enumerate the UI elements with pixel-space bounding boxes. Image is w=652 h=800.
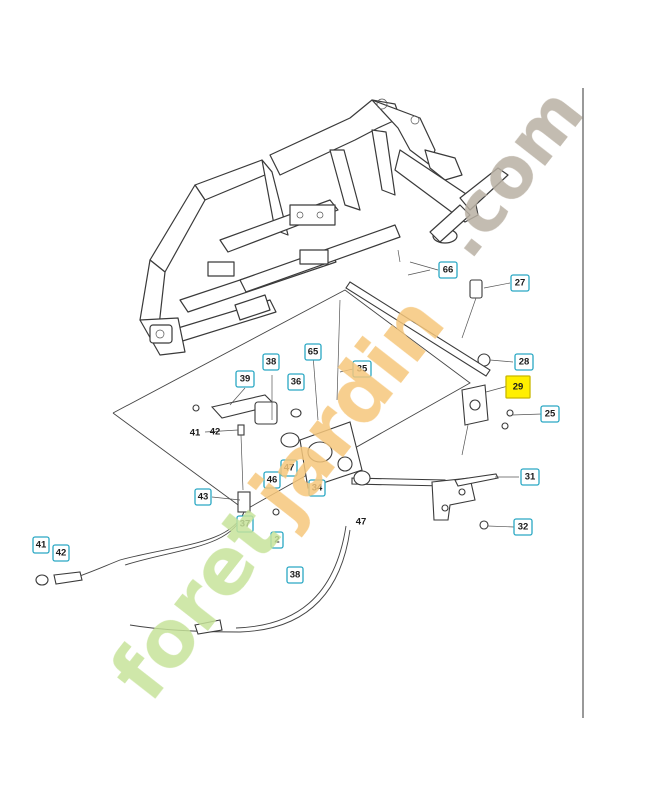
callout-39[interactable]: 39 [235, 370, 255, 388]
callout-46[interactable]: 46 [263, 471, 281, 489]
svg-text:34: 34 [312, 483, 323, 494]
callout-41-plain[interactable]: 41 [190, 428, 201, 439]
pedal-assembly [112, 281, 499, 530]
svg-text:37: 37 [240, 519, 251, 530]
svg-text:25: 25 [545, 409, 556, 420]
callout-28[interactable]: 28 [514, 353, 534, 371]
cables [35, 511, 351, 635]
svg-text:41: 41 [190, 428, 201, 439]
svg-text:47: 47 [356, 517, 367, 528]
callout-31[interactable]: 31 [520, 468, 540, 486]
callout-43[interactable]: 43 [194, 488, 212, 506]
svg-text:31: 31 [525, 472, 536, 483]
callout-42-lower[interactable]: 42 [52, 544, 70, 562]
svg-text:65: 65 [308, 347, 319, 358]
svg-text:66: 66 [443, 265, 454, 276]
svg-text:38: 38 [266, 357, 277, 368]
callout-34[interactable]: 34 [308, 479, 326, 497]
callout-42-plain[interactable]: 42 [210, 427, 221, 438]
svg-text:41: 41 [36, 540, 47, 551]
callout-25[interactable]: 25 [540, 405, 560, 423]
callout-36[interactable]: 36 [287, 373, 305, 391]
callout-29-highlighted[interactable]: 29 [505, 375, 531, 399]
callout-65[interactable]: 65 [304, 343, 322, 361]
callout-47-plain[interactable]: 47 [356, 517, 367, 528]
leader-lines [204, 261, 543, 528]
svg-text:38: 38 [290, 570, 301, 581]
svg-text:32: 32 [518, 522, 529, 533]
svg-text:28: 28 [519, 357, 530, 368]
svg-text:47: 47 [284, 463, 295, 474]
callout-41-lower[interactable]: 41 [32, 536, 50, 554]
svg-text:43: 43 [198, 492, 209, 503]
callout-2[interactable]: 2 [270, 531, 284, 549]
callout-38-upper[interactable]: 38 [262, 353, 280, 371]
svg-text:42: 42 [56, 548, 67, 559]
callout-38-lower[interactable]: 38 [286, 566, 304, 584]
svg-text:36: 36 [291, 377, 302, 388]
tractor-frame [139, 98, 509, 356]
callout-37[interactable]: 37 [236, 515, 254, 533]
callout-27[interactable]: 27 [510, 274, 530, 292]
callout-66[interactable]: 66 [438, 261, 458, 279]
callout-35[interactable]: 35 [352, 360, 372, 378]
svg-text:foret: foret [94, 491, 298, 717]
svg-text:35: 35 [357, 364, 368, 375]
svg-text:29: 29 [513, 382, 524, 393]
svg-text:46: 46 [267, 475, 278, 486]
svg-text:2: 2 [274, 535, 279, 546]
svg-text:42: 42 [210, 427, 221, 438]
callout-32[interactable]: 32 [513, 518, 533, 536]
callout-47-upper[interactable]: 47 [280, 459, 298, 477]
svg-text:39: 39 [240, 374, 251, 385]
bolt-parts [397, 249, 514, 456]
svg-text:27: 27 [515, 278, 526, 289]
